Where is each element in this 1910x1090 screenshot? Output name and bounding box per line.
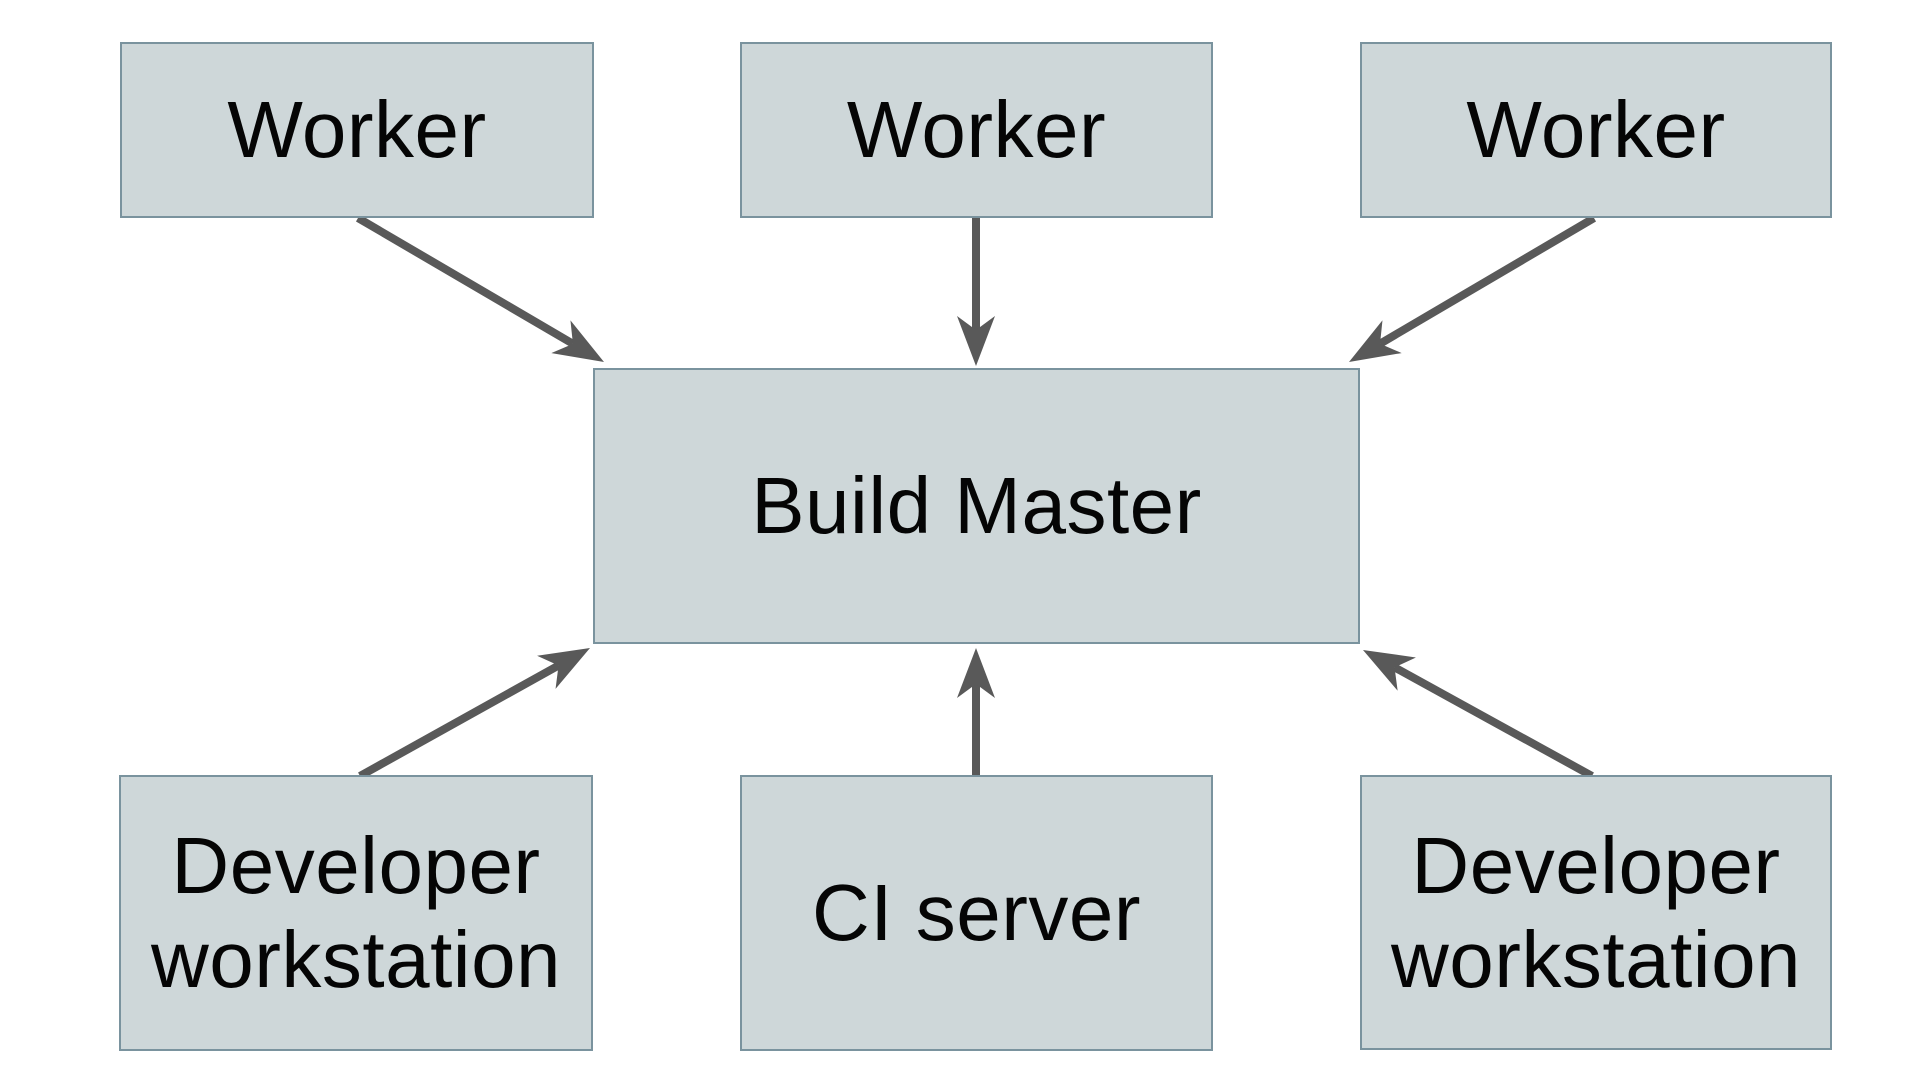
node-build-master: Build Master bbox=[593, 368, 1360, 644]
node-worker-1-label: Worker bbox=[227, 85, 487, 175]
node-developer-workstation-left: Developer workstation bbox=[119, 775, 593, 1051]
node-worker-3-label: Worker bbox=[1466, 85, 1726, 175]
node-worker-2-label: Worker bbox=[846, 85, 1107, 175]
node-developer-workstation-left-label: Developer workstation bbox=[150, 821, 562, 1004]
node-developer-workstation-right: Developer workstation bbox=[1360, 775, 1832, 1050]
arrow-worker-1-to-build-master bbox=[355, 214, 604, 362]
node-ci-server: CI server bbox=[740, 775, 1213, 1051]
node-build-master-label: Build Master bbox=[751, 461, 1202, 551]
node-worker-1: Worker bbox=[120, 42, 594, 218]
node-worker-2: Worker bbox=[740, 42, 1213, 218]
node-ci-server-label: CI server bbox=[812, 868, 1141, 958]
node-worker-3: Worker bbox=[1360, 42, 1832, 218]
arrow-dev-workstation-right-to-build-master bbox=[1363, 650, 1594, 780]
node-developer-workstation-right-label: Developer workstation bbox=[1390, 820, 1802, 1004]
arrow-worker-3-to-build-master bbox=[1348, 214, 1597, 363]
arrow-dev-workstation-left-to-build-master bbox=[358, 647, 591, 780]
